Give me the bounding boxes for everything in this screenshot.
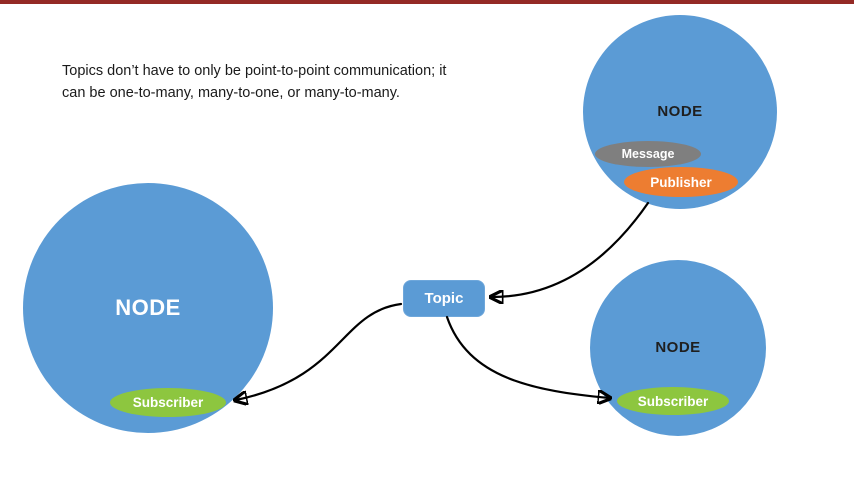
subscriber-left-label: Subscriber — [132, 395, 204, 410]
subscriber-bottom-right-label: Subscriber — [637, 393, 709, 409]
node-bottom-right-label: NODE — [655, 339, 701, 356]
caption-text: Topics don’t have to only be point-to-po… — [62, 60, 522, 105]
subscriber-pill-left: Subscriber — [110, 388, 226, 417]
topic-box: Topic — [403, 280, 485, 317]
subscriber-pill-bottom-right: Subscriber — [617, 387, 729, 415]
top-accent-bar — [0, 0, 854, 4]
node-left-label: NODE — [115, 295, 181, 320]
arrow-topic-to-bottom-right-subscriber — [445, 315, 609, 398]
publisher-label: Publisher — [650, 174, 712, 190]
message-pill: Message — [595, 141, 701, 167]
topic-label: Topic — [424, 290, 464, 307]
node-top-right-label: NODE — [657, 103, 703, 120]
publisher-pill: Publisher — [624, 167, 738, 197]
message-label: Message — [621, 147, 675, 161]
caption-line-2: can be one-to-many, many-to-one, or many… — [62, 85, 400, 102]
caption-line-1: Topics don’t have to only be point-to-po… — [62, 63, 447, 79]
